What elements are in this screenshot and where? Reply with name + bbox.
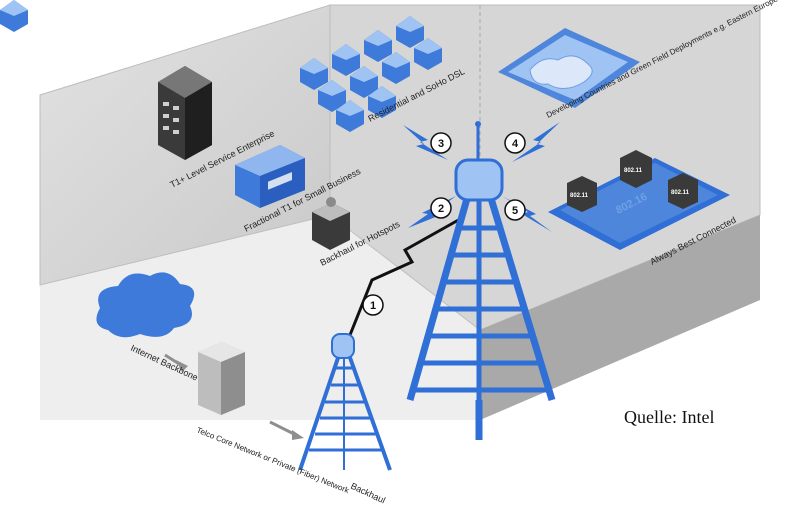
svg-text:4: 4: [512, 138, 519, 150]
backhaul-tower: [298, 333, 392, 471]
svg-text:1: 1: [370, 300, 376, 312]
backhaul-label: Backhaul: [349, 481, 387, 506]
svg-text:2: 2: [438, 203, 444, 215]
source-credit: Quelle: Intel: [624, 407, 715, 427]
node-label: 802.11: [624, 168, 643, 174]
always-best-connected-pad: 802.16 802.11 802.11 802.11: [548, 150, 730, 250]
enterprise-building-icon: [158, 66, 212, 160]
link-marker-1: 1: [362, 294, 384, 316]
telco-server-icon: [198, 342, 245, 415]
node-label: 802.11: [570, 193, 589, 199]
residential-houses-icon: [0, 0, 442, 132]
telco-label: Telco Core Network or Private (Fiber) Ne…: [195, 426, 351, 496]
link-marker-5: 5: [504, 199, 526, 221]
service-area-platform: [39, 4, 761, 420]
main-tower: [406, 121, 556, 440]
link-marker-2: 2: [430, 197, 452, 219]
node-label: 802.11: [671, 190, 690, 196]
small-business-building-icon: [235, 145, 305, 208]
link-marker-4: 4: [504, 132, 526, 154]
svg-text:3: 3: [438, 138, 444, 150]
access-node-icon: 802.11: [567, 176, 597, 212]
map-tile-icon: [498, 28, 640, 108]
flow-arrows: [164, 353, 304, 440]
link-marker-3: 3: [430, 132, 452, 154]
access-node-icon: 802.11: [668, 173, 698, 209]
svg-text:5: 5: [512, 205, 518, 217]
internet-cloud-icon: [96, 272, 195, 338]
access-node-icon: 802.11: [620, 150, 652, 188]
hotspot-node-icon: [312, 197, 350, 250]
